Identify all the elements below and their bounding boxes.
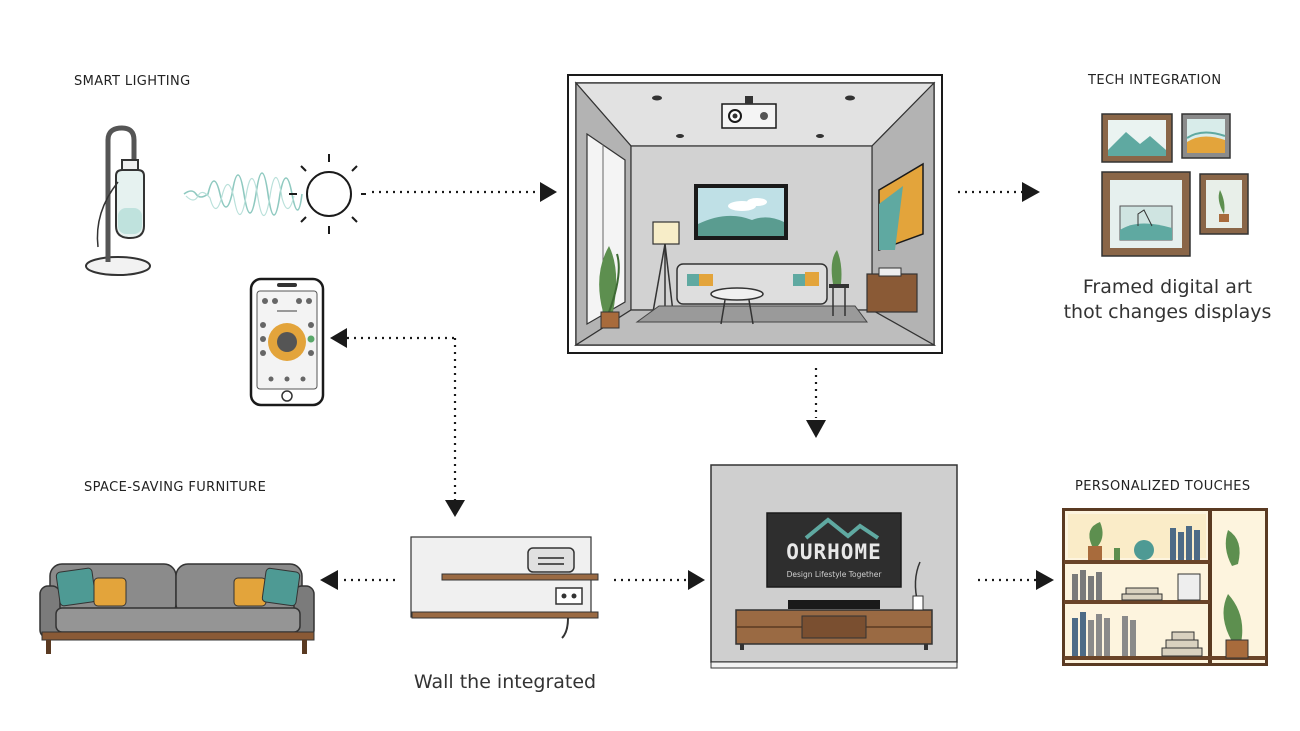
- arrowhead: [1022, 182, 1040, 202]
- arrowhead: [688, 570, 705, 590]
- space-saving-label: SPACE-SAVING FURNITURE: [84, 480, 267, 495]
- lamp-icon: [85, 125, 151, 276]
- phone-icon: [249, 277, 325, 407]
- projector-icon: [721, 96, 777, 129]
- arrowhead: [806, 420, 826, 438]
- living-room-illustration: [567, 74, 943, 354]
- arrowhead: [320, 570, 338, 590]
- wall-caption: Wall the integrated: [413, 671, 597, 693]
- personalized-label: PERSONALIZED TOUCHES: [1075, 479, 1251, 494]
- tech-integration-label: TECH INTEGRATION: [1088, 73, 1222, 88]
- sun-icon: [289, 154, 366, 234]
- bookshelf-icon: [1062, 508, 1268, 666]
- arrowhead: [445, 500, 465, 517]
- arrowhead: [540, 182, 557, 202]
- tv-logo: OURHOME: [786, 540, 882, 564]
- arrowhead: [1036, 570, 1054, 590]
- smart-lighting-label: SMART LIGHTING: [74, 74, 191, 89]
- sofa-icon: [39, 563, 315, 654]
- tv-tagline: Design Lifestyle Together: [786, 570, 882, 579]
- wave-icon: [183, 154, 366, 234]
- art-caption: Framed digital art thot changes displays: [1055, 275, 1280, 325]
- arrowhead: [330, 328, 347, 348]
- frames-icon: [1101, 113, 1249, 257]
- tv-wall-art: [710, 464, 958, 669]
- tv-wall-panel: OURHOME Design Lifestyle Together: [710, 464, 958, 669]
- art-caption-line2: thot changes displays: [1063, 301, 1272, 323]
- shelf-icon: [410, 536, 599, 639]
- art-caption-line1: Framed digital art: [1082, 276, 1253, 298]
